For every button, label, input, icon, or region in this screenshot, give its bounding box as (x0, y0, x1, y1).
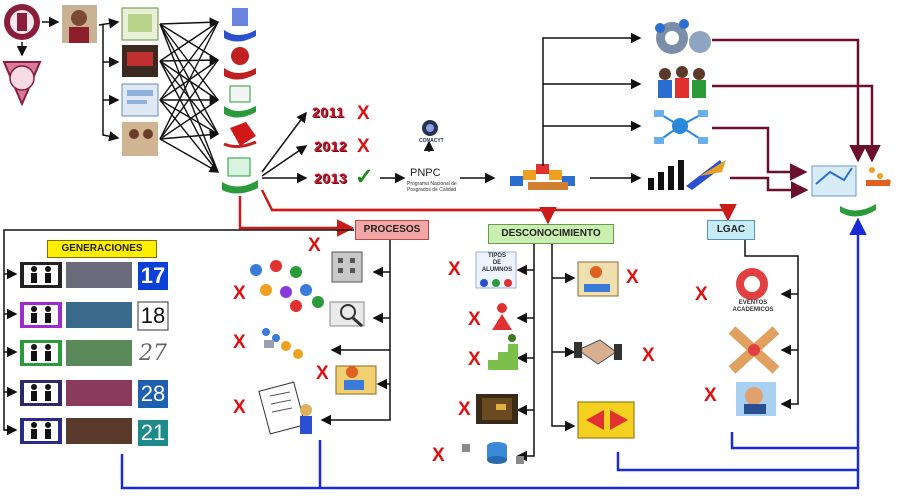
x-mark-2011: X (357, 103, 370, 124)
eventos-caption-line1: EVENTOS (738, 300, 768, 306)
book-icon (476, 394, 518, 424)
program-image-3 (121, 83, 159, 117)
generation-number: 18 (140, 303, 166, 328)
institution-logo (4, 4, 40, 40)
hand-icon-3 (224, 85, 256, 118)
generation-row (20, 301, 169, 331)
pnpc-caption-line1: Programa Nacional de (407, 181, 457, 187)
program-image-2 (122, 45, 158, 77)
database-icon (462, 442, 524, 464)
x-mark: X (695, 284, 708, 305)
x-mark: X (308, 235, 321, 256)
students-group-icon (658, 66, 706, 98)
red-figure-icon (492, 303, 512, 330)
hand-icon-5 (222, 157, 258, 194)
generaciones-box: GENERACIONES (47, 240, 157, 258)
tipos-caption-line2: DE (492, 260, 502, 266)
check-mark-2013: ✓ (355, 164, 374, 189)
generation-row (20, 380, 168, 408)
teacher-board-icon (577, 261, 619, 297)
person-photo (62, 5, 97, 43)
generation-number: 21 (140, 420, 166, 445)
x-mark: X (448, 259, 461, 280)
x-mark: X (233, 283, 246, 304)
conacyt-label: CONACYT (419, 138, 444, 144)
x-mark: X (626, 267, 639, 288)
lgac-box: LGAC (707, 220, 755, 240)
x-mark: X (432, 445, 445, 466)
tipos-caption-line1: TIPOS (487, 253, 506, 259)
esca-logo (2, 61, 42, 107)
year-2011: 2011 (312, 104, 345, 120)
puzzle-cluster-icon (510, 164, 575, 190)
x-mark: X (233, 397, 246, 418)
conacyt-logo (422, 120, 438, 136)
x-mark: X (468, 309, 481, 330)
growth-chart-icon (648, 160, 726, 190)
sign-board-icon (577, 401, 635, 439)
tipos-caption-line3: ALUMNOS (481, 267, 513, 273)
x-mark: X (468, 349, 481, 370)
hand-icon-4 (223, 122, 257, 149)
pnpc-label: PNPC (410, 167, 441, 179)
x-mark: X (704, 385, 717, 406)
generation-number: 27 (139, 341, 167, 366)
success-hand-icon (811, 165, 891, 217)
researcher-icon (736, 382, 776, 416)
checklist-writer-icon (258, 381, 312, 435)
green-stairs-icon (488, 334, 518, 370)
hand-icon-1 (224, 8, 256, 42)
building-icon (331, 251, 363, 283)
people-flow-icon (262, 328, 303, 359)
x-mark-2012: X (357, 136, 370, 157)
x-mark: X (233, 332, 246, 353)
people-pair-icons (31, 266, 51, 439)
hand-icon-2 (224, 47, 256, 80)
year-2013: 2013 (314, 170, 348, 186)
program-image-4 (122, 122, 158, 156)
x-mark: X (316, 363, 329, 384)
people-network-icon (250, 260, 324, 312)
eventos-caption-line2: ACADEMICOS (732, 307, 774, 313)
network-hub-icon (654, 110, 708, 144)
year-2012: 2012 (314, 138, 348, 154)
x-mark: X (642, 345, 655, 366)
handshake-icon (574, 339, 622, 365)
procesos-box: PROCESOS (355, 220, 429, 240)
generation-number: 28 (140, 381, 166, 406)
x-mark: X (458, 399, 471, 420)
magnifier-icon (329, 301, 365, 328)
academic-events-icon (736, 268, 768, 300)
generation-number: 17 (140, 263, 166, 288)
student-types-icon (475, 251, 517, 289)
program-image-1 (121, 7, 159, 41)
worker-desk-icon (335, 365, 377, 395)
pnpc-caption-line2: Posgrados de Calidad (407, 187, 457, 193)
gears-team-icon (655, 19, 711, 54)
desconocimiento-box: DESCONOCIMIENTO (488, 224, 614, 244)
cross-arrows-icon (728, 326, 780, 374)
